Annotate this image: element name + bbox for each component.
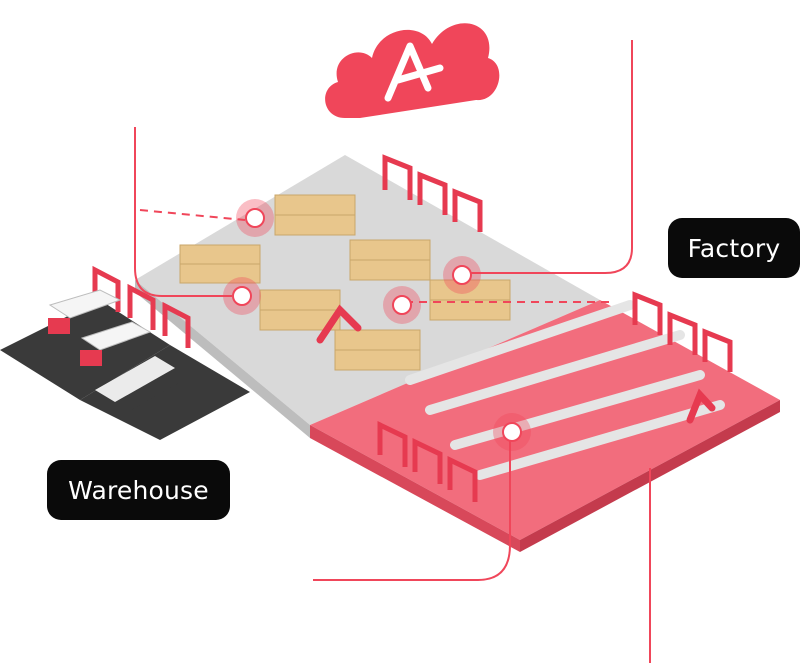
node-icon (223, 199, 531, 451)
truck-icon (48, 289, 152, 366)
robot-arm-icon (316, 304, 716, 424)
dock-doors (92, 154, 733, 502)
warehouse-label: Warehouse (47, 460, 230, 520)
connection-lines (134, 40, 651, 663)
warehouse-shelves (179, 194, 511, 371)
logo-icon (384, 42, 444, 102)
cloud-icon (325, 23, 500, 119)
conveyor-lines (405, 300, 725, 480)
factory-label: Factory (668, 218, 800, 278)
